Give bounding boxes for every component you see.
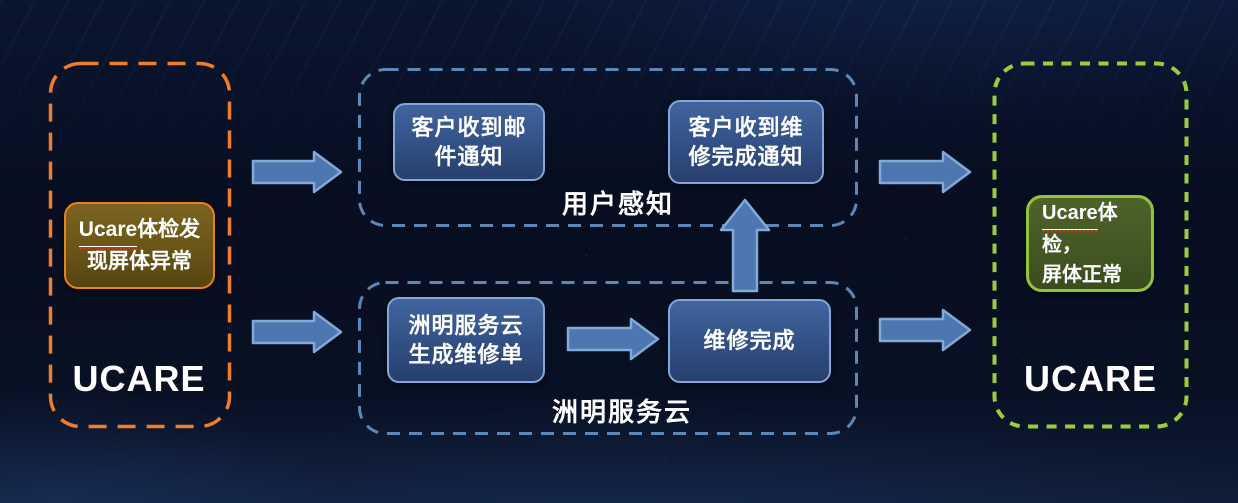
repair-done-notice-box: 客户收到维 修完成通知 bbox=[668, 100, 824, 184]
ucare-word-underlined-right: Ucare bbox=[1042, 198, 1098, 233]
arrow-left-to-user-perception bbox=[251, 150, 343, 194]
left-ucare-label: UCARE bbox=[72, 358, 206, 399]
ucare-abnormal-line1: Ucare体检发 bbox=[78, 215, 200, 250]
arrow-service-cloud-to-right bbox=[878, 308, 972, 352]
right-ucare-label: UCARE bbox=[1023, 358, 1157, 399]
repair-done-notice-line2: 修完成通知 bbox=[688, 144, 804, 169]
repair-done-notice-line1: 客户收到维 bbox=[688, 114, 804, 140]
ucare-word-underlined: Ucare bbox=[78, 215, 138, 250]
arrow-left-to-service-cloud bbox=[251, 310, 343, 354]
arrow-create-order-to-repair-done bbox=[566, 317, 660, 361]
create-order-line2: 生成维修单 bbox=[408, 342, 524, 367]
ucare-abnormal-box: Ucare体检发 现屏体异常 bbox=[64, 202, 215, 289]
repair-done-label: 维修完成 bbox=[703, 328, 796, 354]
email-notice-line1: 客户收到邮 bbox=[411, 114, 527, 140]
user-perception-dashed-border bbox=[358, 68, 858, 227]
ucare-normal-line2: 屏体正常 bbox=[1042, 263, 1122, 286]
ucare-normal-line1: Ucare体检， bbox=[1042, 198, 1151, 260]
ucare-normal-box: Ucare体检， 屏体正常 bbox=[1026, 195, 1154, 292]
service-cloud-title: 洲明服务云 bbox=[551, 398, 692, 427]
service-cloud-dashed-border bbox=[358, 281, 858, 435]
right-panel-dashed-border bbox=[992, 61, 1189, 429]
ucare-abnormal-line2: 现屏体异常 bbox=[87, 249, 192, 273]
arrow-user-perception-to-right bbox=[878, 150, 972, 194]
arrow-repair-done-to-notice bbox=[719, 198, 771, 293]
left-panel-dashed-border bbox=[48, 61, 232, 429]
create-order-box: 洲明服务云 生成维修单 bbox=[387, 297, 545, 383]
repair-done-box: 维修完成 bbox=[668, 299, 831, 383]
email-notice-line2: 件通知 bbox=[434, 144, 504, 169]
user-perception-title: 用户感知 bbox=[561, 190, 674, 219]
create-order-line1: 洲明服务云 bbox=[408, 312, 524, 338]
email-notice-box: 客户收到邮 件通知 bbox=[393, 103, 545, 181]
